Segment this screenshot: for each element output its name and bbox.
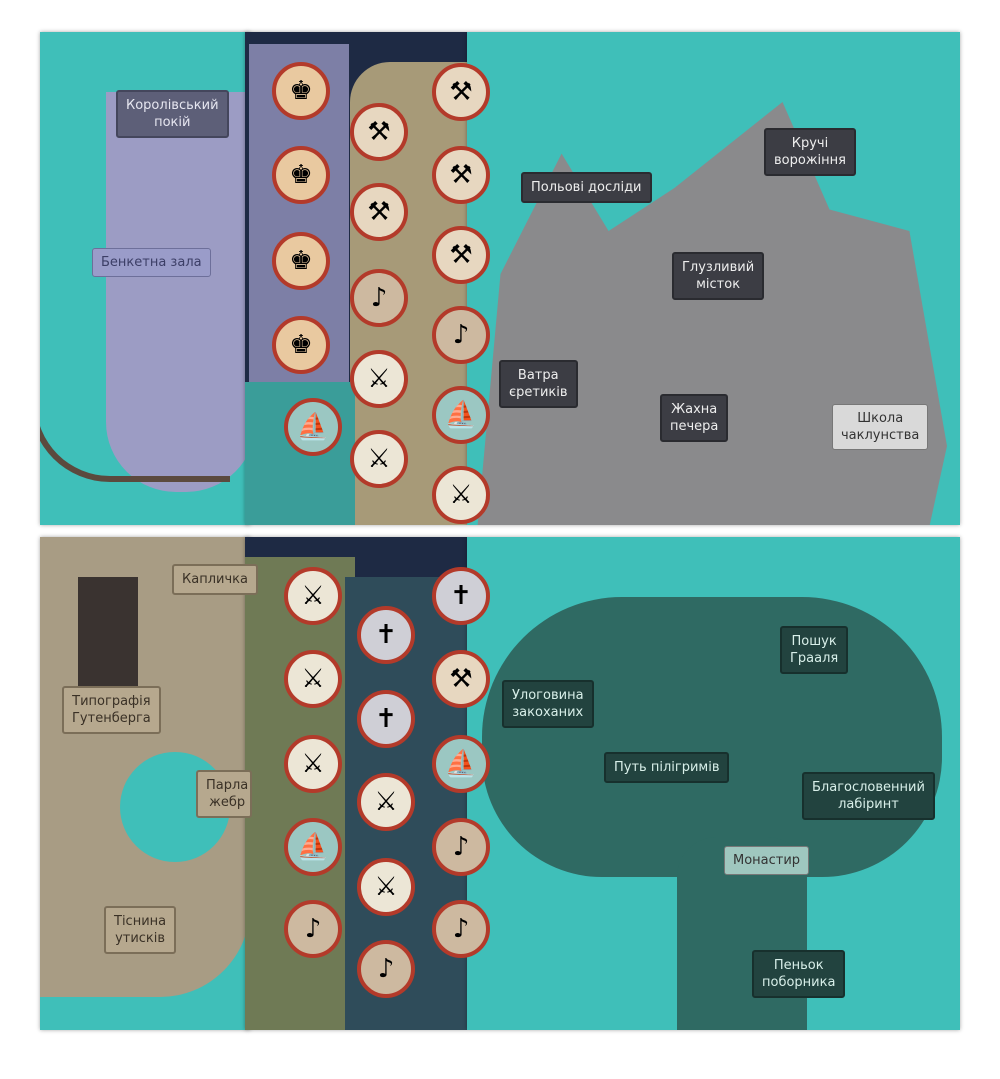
label-pilgrims-path[interactable]: Путь пілігримів — [604, 752, 730, 783]
label-royal-chamber[interactable]: Королівський покій — [116, 90, 229, 138]
label-lovers-hollow[interactable]: Улоговина закоханих — [502, 680, 594, 728]
knight-token: ⚔ — [350, 350, 408, 408]
knight-icon: ⚔ — [449, 480, 473, 510]
knight-token: ⚔ — [350, 430, 408, 488]
printing-house — [78, 577, 138, 687]
peasant-icon: ⚒ — [449, 240, 473, 270]
land — [245, 557, 355, 1030]
knight-token: ⚔ — [357, 773, 415, 831]
boat-token: ⛵ — [432, 735, 490, 793]
boat-token: ⛵ — [284, 398, 342, 456]
label-monastery[interactable]: Монастир — [724, 846, 810, 875]
musician-token: ♪ — [284, 900, 342, 958]
peasant-icon: ⚒ — [367, 117, 391, 147]
label-parliament-partial[interactable]: Парла жебр — [196, 770, 253, 818]
label-chapel[interactable]: Капличка — [172, 564, 258, 595]
musician-icon: ♪ — [452, 832, 470, 862]
knight-token: ⚔ — [432, 466, 490, 524]
peasant-token: ⚒ — [350, 183, 408, 241]
king-token: ♚ — [272, 316, 330, 374]
knight-token: ⚔ — [284, 650, 342, 708]
nun-icon: ✝ — [375, 620, 397, 650]
knight-icon: ⚔ — [374, 872, 398, 902]
king-icon: ♚ — [289, 76, 313, 106]
label-gutenberg-press[interactable]: Типографія Гутенберга — [62, 686, 161, 734]
peasant-token: ⚒ — [432, 63, 490, 121]
knight-icon: ⚔ — [367, 444, 391, 474]
king-token: ♚ — [272, 62, 330, 120]
peasant-icon: ⚒ — [449, 664, 473, 694]
nun-token: ✝ — [432, 567, 490, 625]
label-field-research[interactable]: Польові досліди — [521, 172, 652, 203]
label-grail-quest[interactable]: Пошук Грааля — [780, 626, 849, 674]
label-sorcery-school[interactable]: Школа чаклунства — [832, 404, 929, 450]
knight-token: ⚔ — [284, 735, 342, 793]
musician-token: ♪ — [350, 269, 408, 327]
boat-icon: ⛵ — [296, 832, 330, 862]
peasant-token: ⚒ — [432, 146, 490, 204]
label-dread-cave[interactable]: Жахна печера — [660, 394, 729, 442]
boat-icon: ⛵ — [444, 400, 478, 430]
musician-token: ♪ — [432, 900, 490, 958]
king-token: ♚ — [272, 232, 330, 290]
boat-icon: ⛵ — [296, 412, 330, 442]
knight-token: ⚔ — [284, 567, 342, 625]
musician-token: ♪ — [432, 306, 490, 364]
nun-icon: ✝ — [375, 704, 397, 734]
peasant-token: ⚒ — [432, 226, 490, 284]
label-mocking-bridge[interactable]: Глузливий місток — [672, 252, 765, 300]
peasant-token: ⚒ — [432, 650, 490, 708]
nun-token: ✝ — [357, 690, 415, 748]
musician-icon: ♪ — [377, 954, 395, 984]
peasant-token: ⚒ — [350, 103, 408, 161]
musician-icon: ♪ — [304, 914, 322, 944]
boat-token: ⛵ — [432, 386, 490, 444]
label-divination-cliffs[interactable]: Кручі ворожіння — [764, 128, 856, 176]
nun-icon: ✝ — [450, 581, 472, 611]
knight-icon: ⚔ — [301, 664, 325, 694]
knight-icon: ⚔ — [374, 787, 398, 817]
musician-token: ♪ — [357, 940, 415, 998]
forest-map-panel — [467, 537, 960, 1030]
bridge — [40, 362, 230, 482]
label-banquet-hall[interactable]: Бенкетна зала — [92, 248, 211, 277]
musician-token: ♪ — [432, 818, 490, 876]
mountain-island — [477, 102, 947, 525]
musician-icon: ♪ — [452, 914, 470, 944]
peasant-icon: ⚒ — [449, 77, 473, 107]
peasant-icon: ⚒ — [367, 197, 391, 227]
forest-island — [482, 597, 942, 877]
label-champion-stump[interactable]: Пеньок поборника — [752, 950, 846, 998]
token-strip-panel-bottom — [245, 537, 467, 1030]
knight-icon: ⚔ — [367, 364, 391, 394]
knight-icon: ⚔ — [301, 749, 325, 779]
knight-icon: ⚔ — [301, 581, 325, 611]
musician-icon: ♪ — [452, 320, 470, 350]
king-icon: ♚ — [289, 330, 313, 360]
label-oppression-gorge[interactable]: Тіснина утисків — [104, 906, 177, 954]
king-token: ♚ — [272, 146, 330, 204]
king-icon: ♚ — [289, 160, 313, 190]
boat-token: ⛵ — [284, 818, 342, 876]
musician-icon: ♪ — [370, 283, 388, 313]
nun-token: ✝ — [357, 606, 415, 664]
boat-icon: ⛵ — [444, 749, 478, 779]
label-blessed-labyrinth[interactable]: Благословенний лабіринт — [802, 772, 935, 820]
label-heretic-bonfire[interactable]: Ватра єретиків — [499, 360, 578, 408]
knight-token: ⚔ — [357, 858, 415, 916]
peasant-icon: ⚒ — [449, 160, 473, 190]
king-icon: ♚ — [289, 246, 313, 276]
